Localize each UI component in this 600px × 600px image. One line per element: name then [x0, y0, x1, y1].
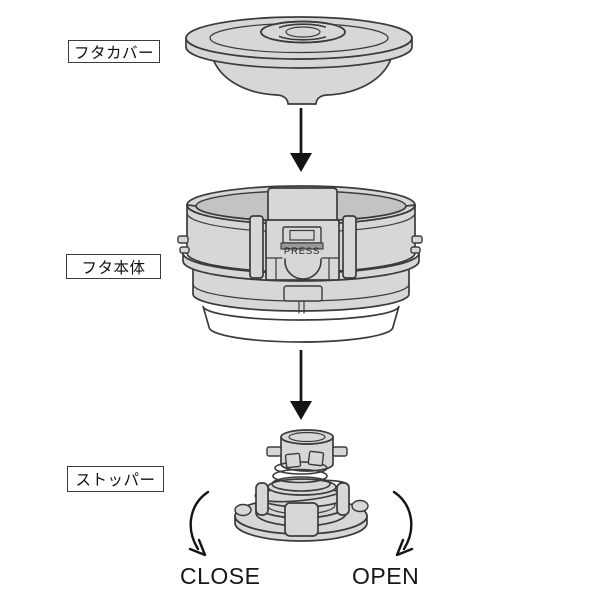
stopper-bump-right	[351, 499, 369, 513]
body-lower-slot	[283, 285, 323, 302]
body-left-pillar	[249, 215, 264, 279]
body-right-pillar	[342, 215, 357, 279]
curved-arrow-shaft	[392, 490, 413, 551]
stopper-tab-right	[332, 446, 348, 457]
press-button-outer	[282, 226, 322, 244]
bayonet-gap-right	[326, 25, 339, 39]
spring-coil-2	[272, 468, 328, 484]
close-label: CLOSE	[180, 563, 261, 589]
bayonet-gap-left	[266, 25, 279, 39]
body-gasket-ring	[202, 305, 400, 343]
curved-arrow-head	[188, 538, 207, 557]
body-lock-tab	[267, 187, 338, 223]
open-label: OPEN	[352, 563, 420, 589]
spring-coil-3	[271, 476, 331, 492]
body-nub-left-1	[177, 235, 189, 244]
assembly-arrow-bottom	[290, 350, 312, 420]
arrow-head	[290, 401, 312, 420]
label-stopper: ストッパー	[67, 466, 164, 492]
stopper-front-tab	[284, 502, 319, 537]
cover-boss-outline	[260, 20, 346, 44]
assembly-arrow-top	[290, 108, 312, 172]
cover-center-hole	[285, 26, 321, 38]
stopper-cube-left	[284, 452, 302, 469]
press-button-inner	[289, 229, 315, 241]
curved-arrow-shaft	[189, 490, 210, 551]
stopper-drawing	[234, 429, 369, 542]
body-nub-right-1	[411, 235, 423, 244]
spring-coil-1	[274, 461, 328, 475]
body-collar	[182, 252, 420, 282]
stopper-valve-opening	[288, 431, 326, 443]
open-rotation-arrow	[392, 490, 414, 557]
curved-arrow-head	[395, 538, 414, 557]
stopper-prong-right	[336, 482, 350, 516]
stopper-tab-left	[266, 446, 282, 457]
label-lid-body: フタ本体	[66, 254, 161, 279]
press-panel-ledges	[266, 257, 339, 280]
lid-body-drawing	[177, 185, 423, 343]
stopper-cube-right	[307, 450, 325, 467]
body-nub-left-2	[179, 246, 190, 254]
arrow-head	[290, 153, 312, 172]
body-rim-front-band	[186, 204, 416, 225]
body-front-seam	[298, 301, 305, 314]
lid-cover-drawing	[185, 16, 413, 105]
label-lid-cover: フタカバー	[68, 40, 160, 63]
press-button-label: PRESS	[283, 246, 321, 257]
stopper-prong-left	[255, 482, 269, 516]
press-button-slot	[280, 242, 324, 250]
stopper-bump-left	[234, 503, 252, 517]
body-nub-right-2	[410, 246, 421, 254]
press-notch	[284, 258, 322, 280]
close-rotation-arrow	[188, 490, 210, 557]
